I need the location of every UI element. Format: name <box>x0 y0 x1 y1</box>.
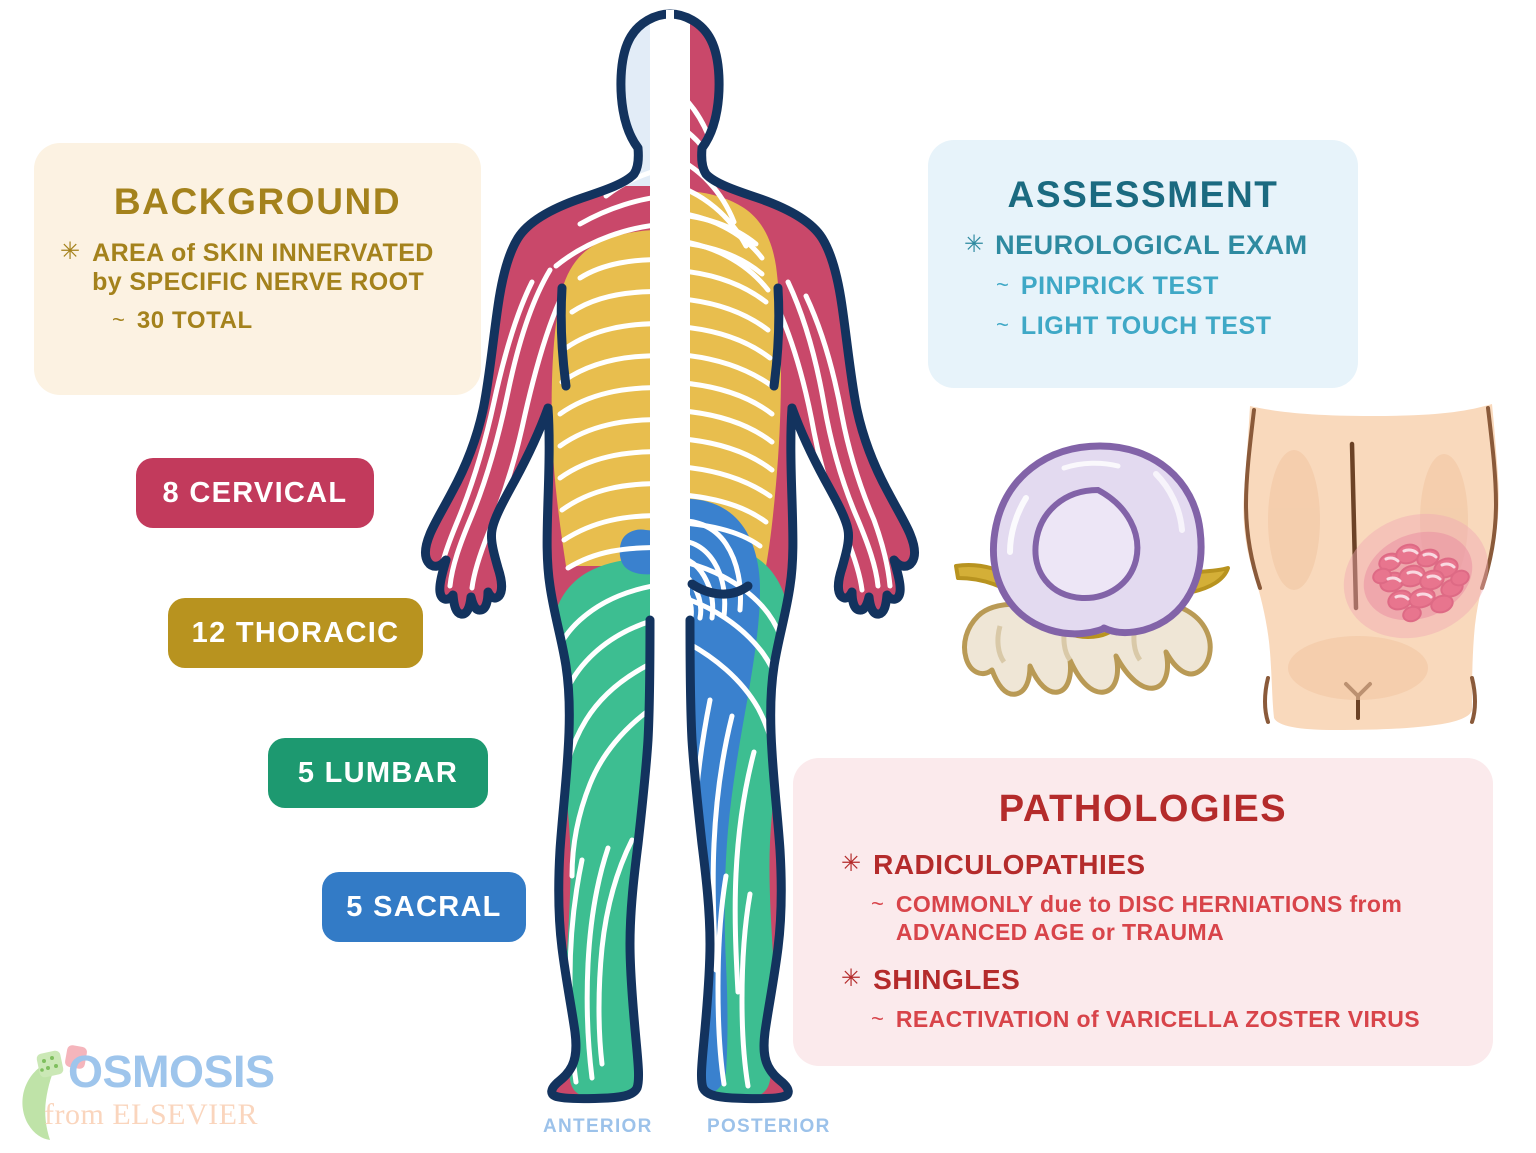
background-panel: BACKGROUND ✳ AREA of SKIN INNERVATED by … <box>34 143 481 395</box>
pathologies-bullet-2: ✳ SHINGLES <box>841 964 1493 996</box>
logo-speckles-icon <box>40 1056 58 1072</box>
logo-arc-icon <box>22 1062 59 1140</box>
body-outline <box>421 9 919 1104</box>
pathologies-sub-1-line-1: COMMONLY due to DISC HERNIATIONS from <box>895 891 1403 917</box>
legend-pill-lumbar[interactable]: 5 LUMBAR <box>268 738 488 808</box>
asterisk-bullet-icon: ✳ <box>841 965 862 993</box>
tilde-bullet-icon: ~ <box>871 891 884 916</box>
pathologies-sub-1: ~ COMMONLY due to DISC HERNIATIONS from … <box>871 891 1493 946</box>
assessment-bullet-1: ✳ NEUROLOGICAL EXAM <box>964 230 1358 261</box>
assessment-panel: ASSESSMENT ✳ NEUROLOGICAL EXAM ~ PINPRIC… <box>928 140 1358 388</box>
pathologies-bullet-1-label: RADICULOPATHIES <box>873 849 1146 880</box>
pathologies-sub-1-line-2: ADVANCED AGE or TRAUMA <box>895 918 1225 945</box>
pathologies-bullet-2-label: SHINGLES <box>873 964 1021 996</box>
view-label-posterior: POSTERIOR <box>707 1116 831 1137</box>
pathologies-sub-2: ~ REACTIVATION of VARICELLA ZOSTER VIRUS <box>871 1006 1493 1034</box>
herniated-disc-illustration <box>954 442 1230 697</box>
shingles-vesicles <box>1372 543 1470 623</box>
assessment-sub-2: ~ LIGHT TOUCH TEST <box>996 312 1358 341</box>
spinal-groove <box>1349 441 1359 611</box>
tilde-bullet-icon: ~ <box>871 1006 884 1032</box>
logo-speckle-tile-icon <box>36 1050 64 1078</box>
background-sub-1-label: 30 TOTAL <box>136 307 253 334</box>
asterisk-bullet-icon: ✳ <box>964 231 985 258</box>
shingles-rash-illustration <box>1243 404 1499 730</box>
background-bullet-1: ✳ AREA of SKIN INNERVATED by SPECIFIC NE… <box>60 239 481 297</box>
logo-wordmark: OSMOSIS <box>68 1046 275 1097</box>
assessment-panel-title: ASSESSMENT <box>1007 174 1279 215</box>
logo-subtext: from ELSEVIER <box>44 1098 258 1131</box>
pathologies-panel: PATHOLOGIES ✳ RADICULOPATHIES ~ COMMONLY… <box>793 758 1493 1066</box>
legend-pill-thoracic[interactable]: 12 THORACIC <box>168 598 423 668</box>
intervertebral-disc <box>989 442 1205 638</box>
assessment-sub-1-label: PINPRICK TEST <box>1020 272 1219 300</box>
background-bullet-1-line-1: AREA of SKIN INNERVATED <box>92 239 434 267</box>
tilde-bullet-icon: ~ <box>996 312 1009 337</box>
asterisk-bullet-icon: ✳ <box>841 850 862 877</box>
legend-pill-cervical[interactable]: 8 CERVICAL <box>136 458 374 528</box>
asterisk-bullet-icon: ✳ <box>60 238 81 265</box>
assessment-sub-1: ~ PINPRICK TEST <box>996 272 1358 301</box>
tilde-bullet-icon: ~ <box>996 272 1009 297</box>
pathologies-sub-2-label: REACTIVATION of VARICELLA ZOSTER VIRUS <box>895 1006 1421 1033</box>
assessment-sub-2-label: LIGHT TOUCH TEST <box>1020 312 1272 340</box>
logo-pink-tile-icon <box>65 1045 87 1069</box>
tilde-bullet-icon: ~ <box>112 307 125 332</box>
legend-pill-sacral[interactable]: 5 SACRAL <box>322 872 526 942</box>
logo-mark <box>22 1045 87 1140</box>
background-bullet-1-line-2: by SPECIFIC NERVE ROOT <box>92 268 425 296</box>
osmosis-logo: OSMOSIS from ELSEVIER <box>8 1040 275 1148</box>
pathologies-panel-title: PATHOLOGIES <box>998 788 1288 830</box>
background-panel-title: BACKGROUND <box>113 181 402 222</box>
pathologies-bullet-1: ✳ RADICULOPATHIES <box>841 849 1493 881</box>
background-sub-1: ~ 30 TOTAL <box>112 307 481 335</box>
assessment-bullet-1-label: NEUROLOGICAL EXAM <box>995 230 1308 260</box>
view-label-anterior: ANTERIOR <box>543 1116 653 1137</box>
dermatome-body-diagram <box>421 9 919 1104</box>
